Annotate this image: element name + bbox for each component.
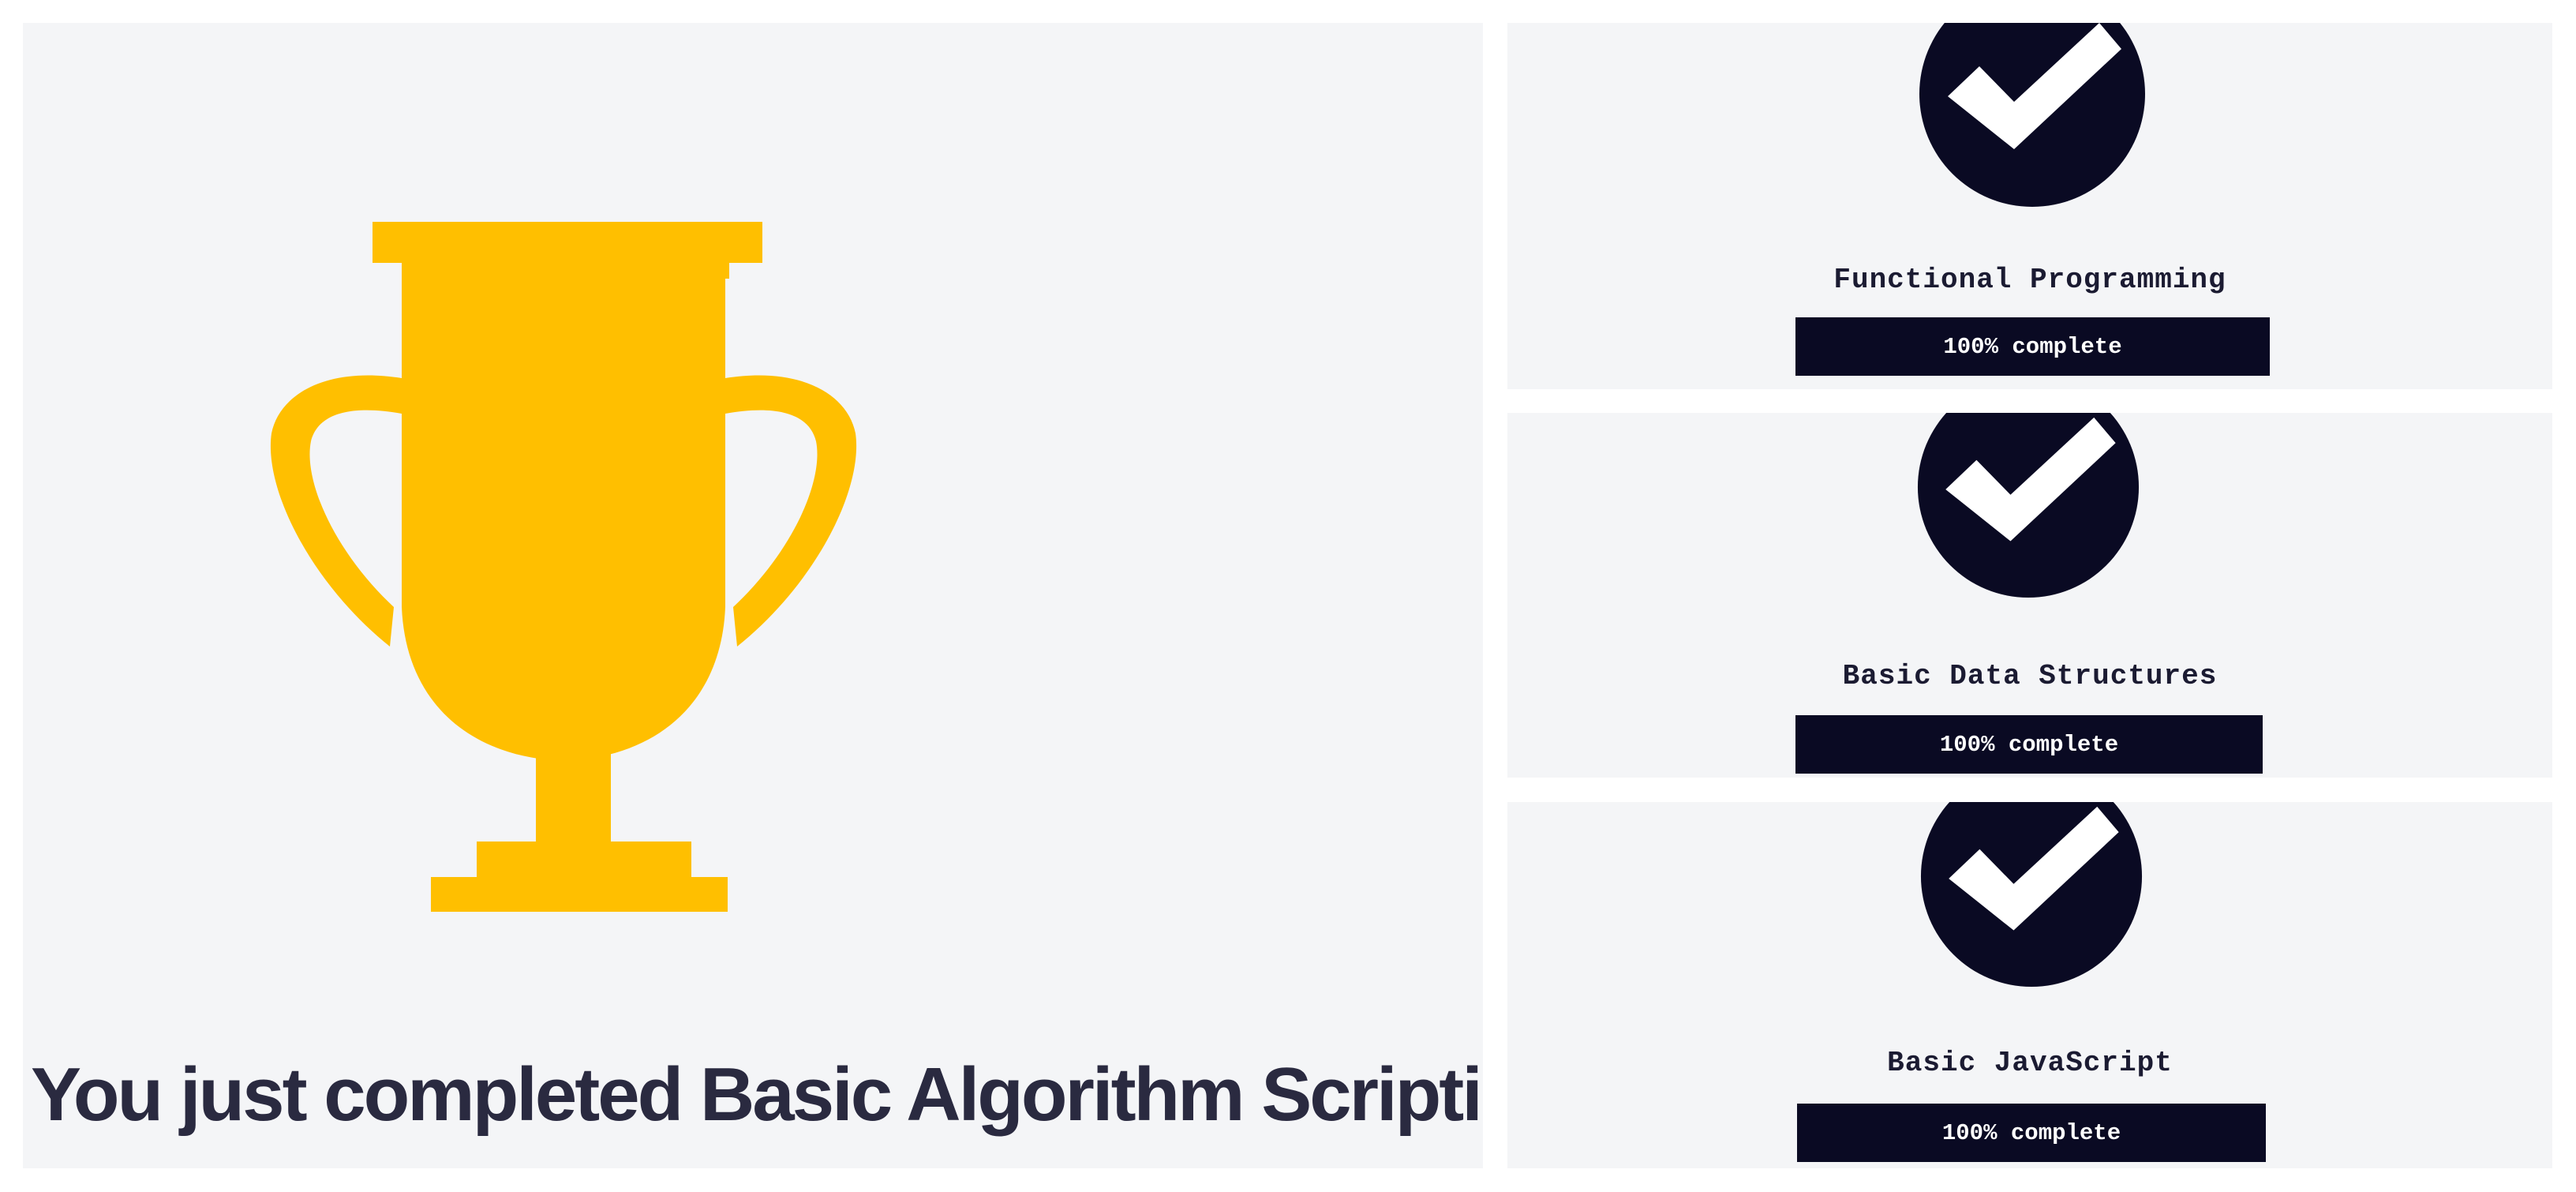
check-circle-icon bbox=[1918, 413, 2139, 598]
progress-label: 100% complete bbox=[1939, 731, 2119, 758]
progress-bar: 100% complete bbox=[1795, 317, 2270, 376]
progress-bar: 100% complete bbox=[1797, 1104, 2266, 1162]
progress-label: 100% complete bbox=[1941, 1119, 2121, 1146]
certification-card-basic-data-structures: Basic Data Structures 100% complete bbox=[1507, 413, 2552, 778]
check-circle-icon bbox=[1919, 23, 2145, 207]
certification-title: Basic JavaScript bbox=[1887, 1047, 2173, 1079]
certification-title: Functional Programming bbox=[1833, 264, 2226, 296]
completion-panel: You just completed Basic Algorithm Scrip… bbox=[23, 23, 1483, 1168]
certification-title: Basic Data Structures bbox=[1842, 660, 2218, 692]
progress-label: 100% complete bbox=[1943, 333, 2122, 360]
progress-bar: 100% complete bbox=[1795, 715, 2263, 774]
certification-card-functional-programming: Functional Programming 100% complete bbox=[1507, 23, 2552, 389]
trophy-icon bbox=[270, 222, 857, 912]
completion-message: You just completed Basic Algorithm Scrip… bbox=[31, 1052, 1483, 1137]
check-circle-icon bbox=[1921, 802, 2142, 987]
certification-card-basic-javascript: Basic JavaScript 100% complete bbox=[1507, 802, 2552, 1168]
